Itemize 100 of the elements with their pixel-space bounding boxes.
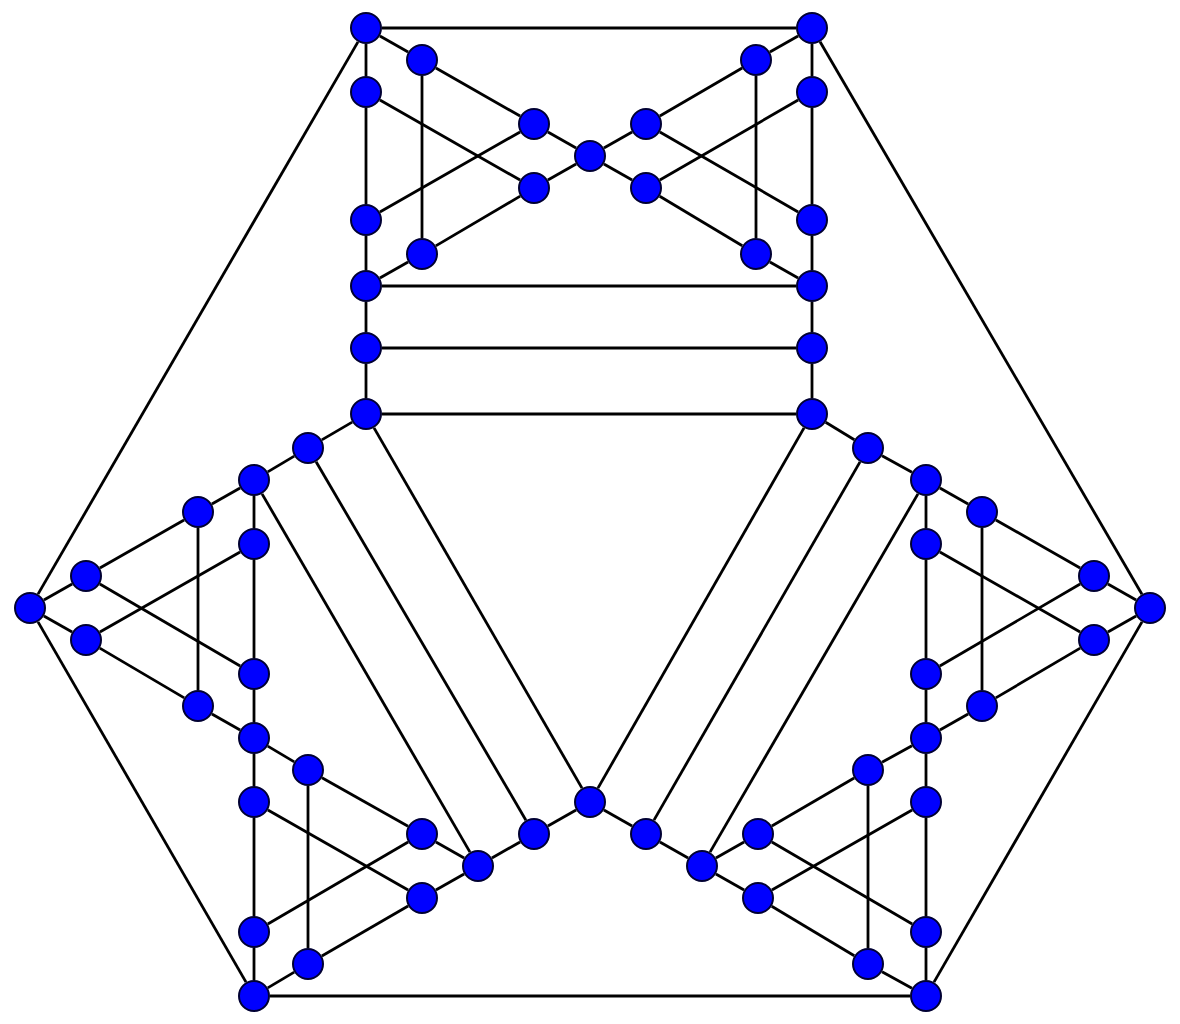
edge-line (924, 496, 928, 528)
vertex-circle (238, 722, 270, 754)
edge-line (211, 486, 241, 506)
edge-line (810, 108, 814, 204)
edge-line (924, 560, 928, 658)
vertex-circle (238, 658, 270, 690)
edge-line (980, 528, 984, 690)
vertex-circle (740, 44, 772, 76)
edge-line (715, 840, 745, 860)
edge-line (771, 905, 855, 957)
edge-line (379, 260, 409, 280)
edge-line (603, 130, 633, 150)
edge-line (364, 364, 368, 398)
edge-line (491, 840, 521, 860)
vertex-circle (238, 464, 270, 496)
edge-line (99, 550, 241, 634)
edge-line (435, 194, 521, 248)
vertex-circle (406, 818, 438, 850)
edge-line (99, 646, 185, 700)
vertex-circle (910, 464, 942, 496)
edge-line (196, 528, 200, 690)
edge-line (939, 712, 969, 732)
edge-line (659, 840, 689, 860)
vertex-circle (350, 332, 382, 364)
edge-line (379, 34, 409, 54)
vertex-circle (182, 690, 214, 722)
edge-line (321, 904, 409, 958)
vertex-circle (852, 754, 884, 786)
vertex-circle (406, 238, 438, 270)
vertex-circle (238, 980, 270, 1012)
vertex-circle (406, 44, 438, 76)
edge-line (267, 970, 295, 990)
edge-line (252, 948, 256, 980)
vertex-circle (350, 270, 382, 302)
edge-line (364, 108, 368, 204)
edge-line (379, 130, 521, 214)
edge-line (267, 808, 409, 892)
vertex-circle (796, 398, 828, 430)
vertex-circle (910, 786, 942, 818)
edge-line (364, 44, 368, 76)
vertex-circle (350, 398, 382, 430)
edge-line (1107, 582, 1137, 602)
edge-line (364, 302, 368, 332)
edge-line (211, 712, 241, 732)
vertex-circle (574, 786, 606, 818)
edge-line (382, 346, 796, 350)
edge-line (252, 754, 256, 786)
edge-line (924, 690, 928, 722)
vertex-circle (1078, 560, 1110, 592)
edge-line (420, 76, 424, 238)
edge-line (43, 614, 73, 634)
edge-line (754, 76, 758, 238)
edge-line (769, 34, 799, 54)
vertex-circle (292, 948, 324, 980)
vertex-circle (518, 108, 550, 140)
vertex-circle (740, 238, 772, 270)
edge-line (36, 621, 248, 983)
vertex-circle (852, 948, 884, 980)
edge-line (260, 493, 472, 853)
vertex-circle (406, 882, 438, 914)
edge-line (824, 421, 856, 441)
vertex-circle (70, 560, 102, 592)
edge-line (267, 744, 295, 764)
vertex-circle (518, 818, 550, 850)
vertex-circle (350, 204, 382, 236)
vertex-circle (630, 172, 662, 204)
vertex-circle (910, 658, 942, 690)
edge-line (866, 786, 870, 948)
vertex-circle (292, 754, 324, 786)
edge-line (810, 236, 814, 270)
edge-line (659, 66, 743, 118)
edge-line (810, 302, 814, 332)
edge-line (314, 461, 528, 821)
edge-line (881, 454, 913, 474)
vertex-circle (796, 76, 828, 108)
edge-line (99, 518, 185, 570)
edge-line (547, 130, 577, 150)
vertex-circle (910, 916, 942, 948)
edge-line (364, 236, 368, 270)
edge-line (267, 454, 295, 474)
vertex-circle (910, 980, 942, 1012)
edge-line (252, 496, 256, 528)
edge-line (321, 420, 353, 442)
edge-line (252, 690, 256, 722)
edge-line (382, 26, 796, 30)
edge-line (382, 284, 796, 288)
edge-line (939, 486, 969, 506)
edge-line (435, 66, 521, 118)
edge-line (939, 550, 1081, 634)
edge-line (547, 808, 577, 828)
edge-line (771, 840, 913, 926)
edge-line (382, 412, 796, 416)
edge-line (939, 582, 1081, 668)
vertex-circle (686, 850, 718, 882)
vertex-circle (350, 76, 382, 108)
edge-line (321, 776, 409, 828)
vertex-circle (238, 786, 270, 818)
edge-line (659, 195, 743, 247)
edge-line (1107, 614, 1137, 634)
edge-line (603, 808, 633, 828)
